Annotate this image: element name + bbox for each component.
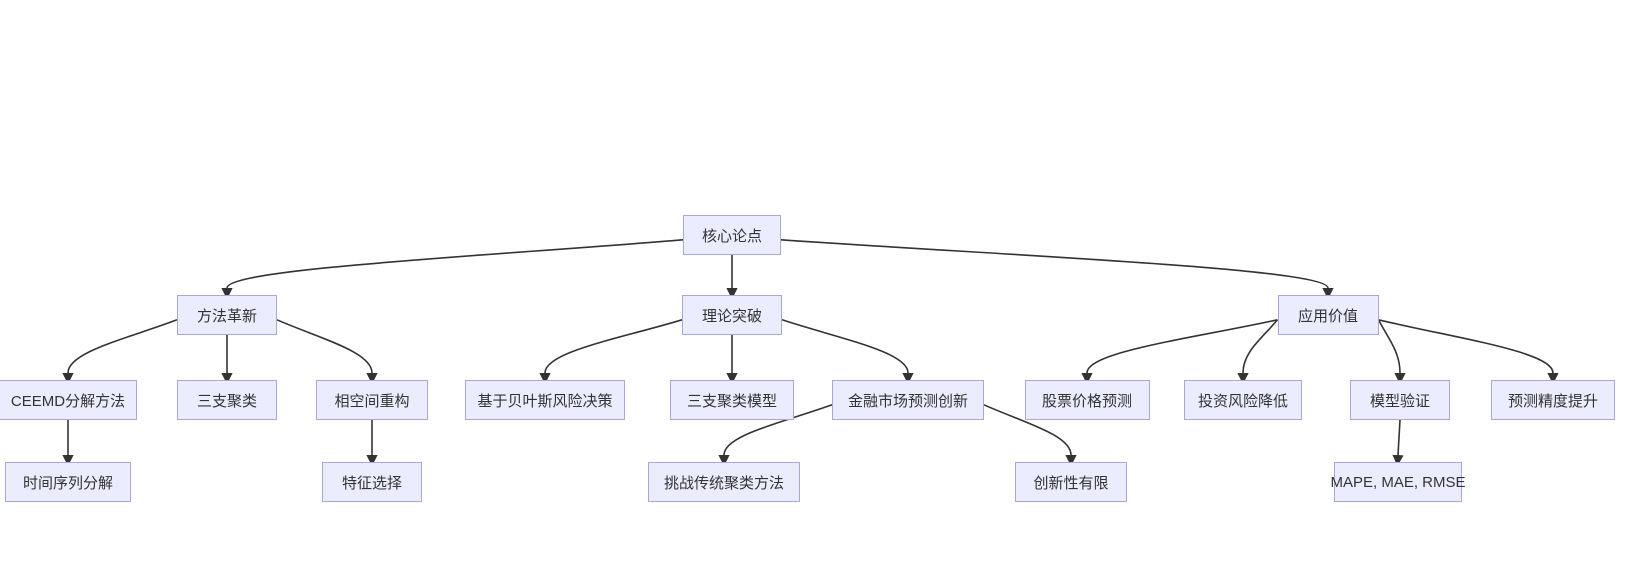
edge-finance-to-challenge: [718, 404, 833, 467]
edge-method-to-phase: [276, 319, 378, 385]
node-method: 方法革新: [177, 295, 277, 335]
node-challenge: 挑战传统聚类方法: [648, 462, 800, 502]
node-feature: 特征选择: [322, 462, 422, 502]
node-bayes: 基于贝叶斯风险决策: [465, 380, 625, 420]
node-three-model: 三支聚类模型: [670, 380, 794, 420]
node-three-way: 三支聚类: [177, 380, 277, 420]
edge-theory-to-finance: [781, 319, 914, 385]
edge-core-to-application: [780, 239, 1334, 300]
edge-theory-to-bayes: [539, 319, 683, 385]
edge-application-to-accuracy: [1378, 319, 1559, 385]
node-accuracy: 预测精度提升: [1491, 380, 1615, 420]
node-stock: 股票价格预测: [1024, 380, 1150, 420]
edge-application-to-stock: [1081, 319, 1278, 385]
edge-validation-to-mape: [1392, 419, 1404, 467]
node-mape: MAPE, MAE, RMSE: [1330, 462, 1466, 502]
edge-application-to-risk: [1237, 319, 1279, 385]
edge-finance-to-limited: [983, 404, 1077, 467]
node-finance: 金融市场预测创新: [832, 380, 984, 420]
edge-method-to-ceemd: [62, 319, 178, 385]
node-ceemd: CEEMD分解方法: [0, 380, 137, 420]
node-timeseries: 时间序列分解: [5, 462, 131, 502]
node-application: 应用价值: [1277, 295, 1379, 335]
edge-application-to-validation: [1377, 319, 1406, 385]
node-core: 核心论点: [683, 215, 781, 255]
edge-group: [62, 239, 1559, 467]
node-validation: 模型验证: [1350, 380, 1450, 420]
edge-core-to-method: [221, 239, 684, 300]
node-limited: 创新性有限: [1015, 462, 1127, 502]
node-theory: 理论突破: [682, 295, 782, 335]
node-phase: 相空间重构: [316, 380, 428, 420]
node-risk: 投资风险降低: [1184, 380, 1302, 420]
